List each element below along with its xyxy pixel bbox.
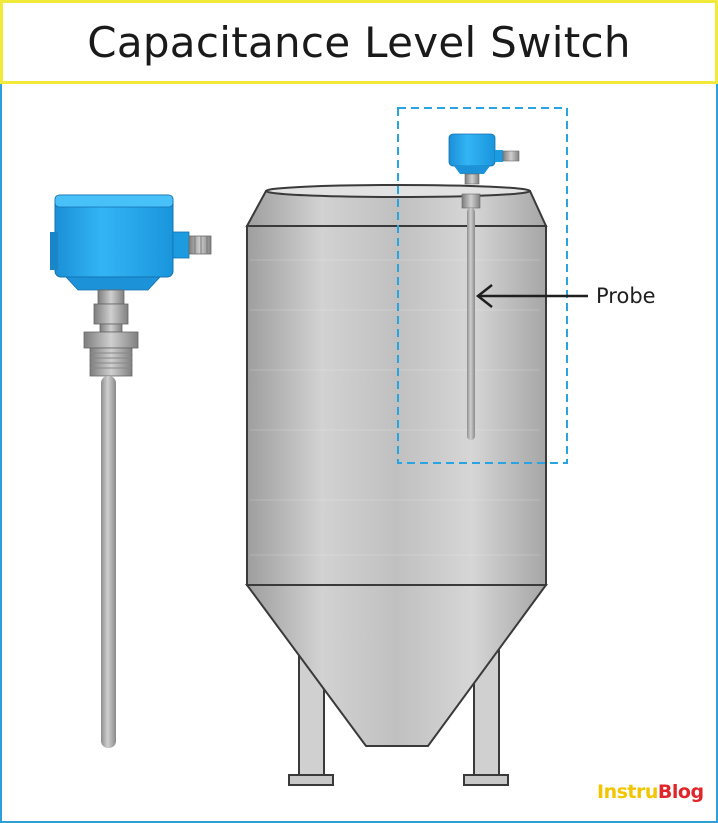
logo-part-2: Blog [657, 781, 704, 803]
page-title: Capacitance Level Switch [87, 17, 631, 67]
probe-arrow [475, 284, 588, 308]
logo-part-1: Instru [597, 781, 658, 803]
mounted-level-switch [448, 133, 520, 440]
storage-tank [245, 184, 548, 786]
probe-label: Probe [596, 284, 656, 308]
level-switch-product [50, 194, 212, 748]
probe-highlight-box [397, 107, 568, 464]
diagram-illustration [50, 107, 588, 786]
title-bar: Capacitance Level Switch [0, 0, 718, 84]
instrublog-logo: InstruBlog [597, 781, 704, 803]
